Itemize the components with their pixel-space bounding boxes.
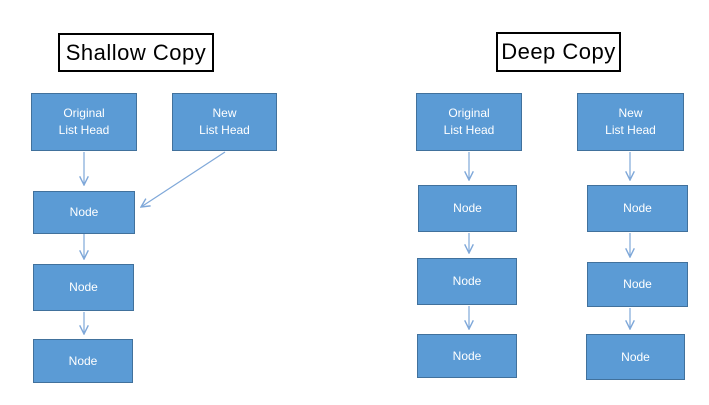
box-label-line: Node <box>623 277 652 291</box>
box-label-line: Node <box>69 205 99 219</box>
box-label-line: Node <box>452 274 482 288</box>
node-box: Node <box>586 334 685 380</box>
node-box: Node <box>417 258 517 305</box>
node-box: Node <box>587 185 688 232</box>
node-box: Node <box>418 185 517 232</box>
node-box: Node <box>33 264 134 311</box>
box-label-line: Node <box>453 201 482 215</box>
original-list-head-box: Original List Head <box>31 93 137 151</box>
box-label-line: List Head <box>443 123 495 137</box>
node-box: Node <box>417 334 517 378</box>
shallow-copy-title-label: Shallow Copy <box>65 39 207 65</box>
box-label-line: Node <box>623 201 652 215</box>
box-label-line: Node <box>69 280 98 294</box>
node-box: Node <box>587 262 688 307</box>
box-label-line: Node <box>621 349 650 364</box>
box-label-line: New <box>618 106 643 120</box>
connector-arrow <box>141 151 226 207</box>
deep-copy-title: Deep Copy <box>496 32 621 72</box>
new-list-head-box: New List Head <box>577 93 684 151</box>
deep-copy-title-label: Deep Copy <box>501 39 616 64</box>
box-label-line: Node <box>452 348 482 363</box>
shallow-copy-title: Shallow Copy <box>58 33 214 72</box>
box-label-line: New <box>212 106 237 120</box>
box-label-line: Original <box>63 106 105 120</box>
box-label-line: List Head <box>605 123 656 137</box>
new-list-head-box: New List Head <box>172 93 277 151</box>
box-label-line: List Head <box>58 123 110 137</box>
node-box: Node <box>33 339 133 383</box>
box-label-line: Original <box>448 106 490 120</box>
box-label-line: List Head <box>199 123 250 137</box>
original-list-head-box: Original List Head <box>416 93 522 151</box>
box-label-line: Node <box>68 353 98 368</box>
node-box: Node <box>33 191 135 234</box>
